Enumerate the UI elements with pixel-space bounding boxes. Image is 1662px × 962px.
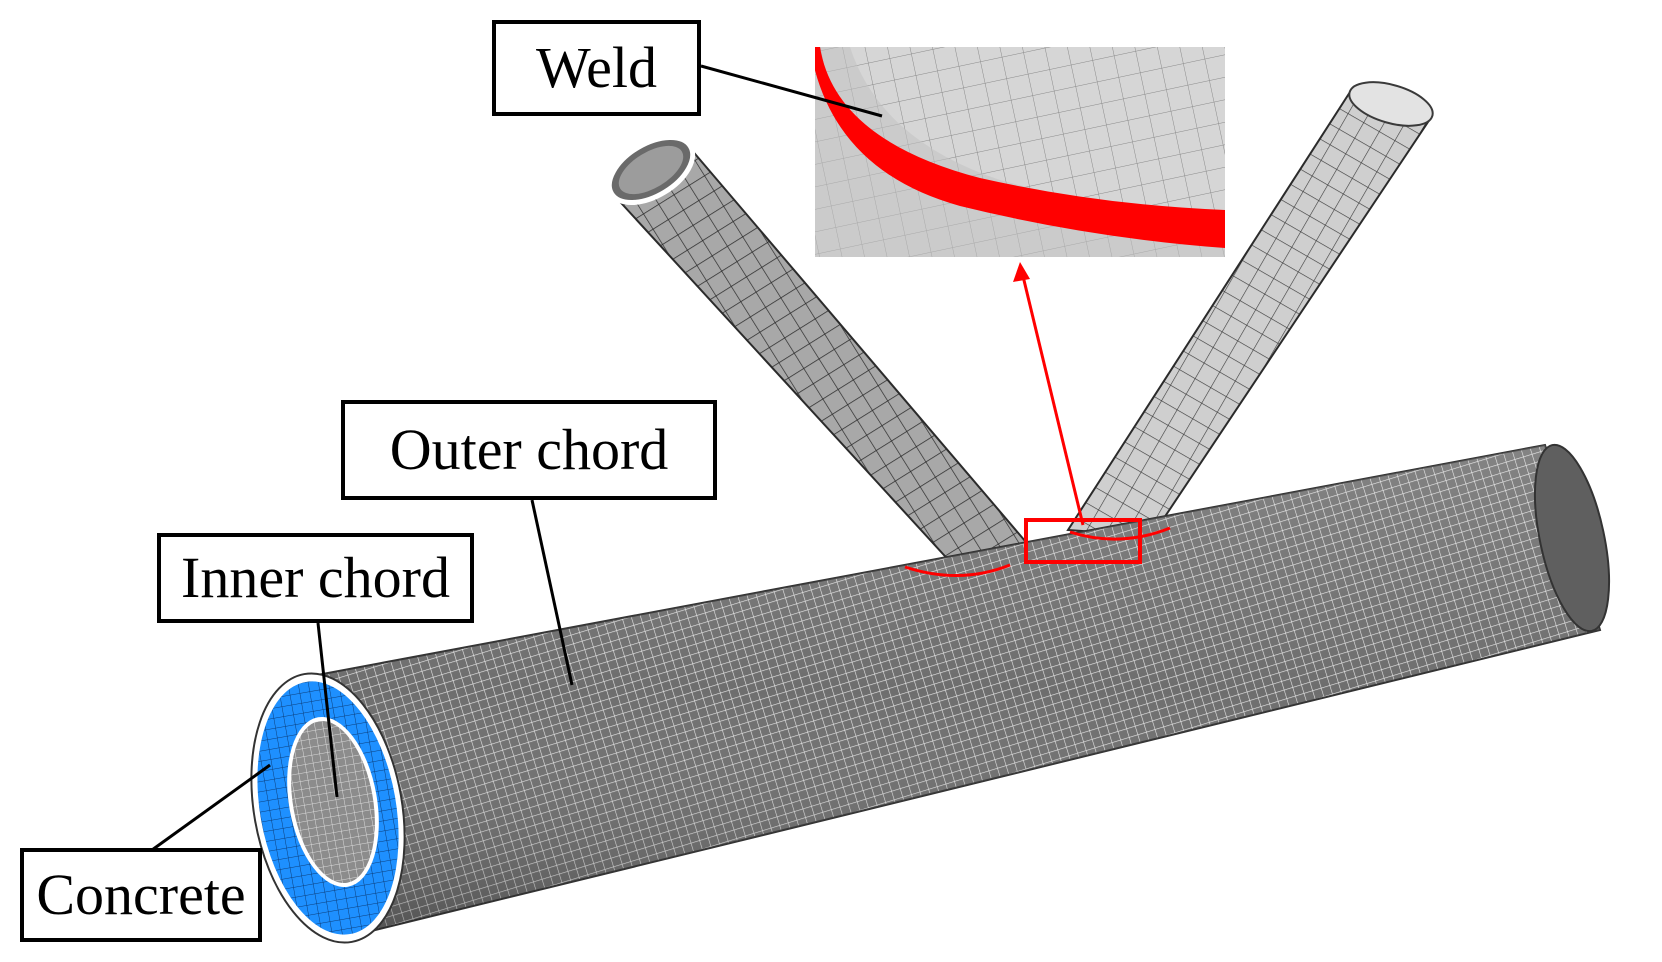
right-brace [1066,81,1434,538]
inner-chord-label: Inner chord [157,533,474,623]
weld-band [815,47,1225,248]
leader-outer-chord [530,499,574,686]
leader-weld [700,64,883,118]
chord-end-face [250,672,406,944]
weld-detail-inset [815,47,1225,257]
leader-inner-chord [316,622,339,798]
weld-lines [904,526,1171,578]
left-brace [606,134,1039,580]
detail-arrow [1013,262,1085,526]
outer-chord-label: Outer chord [341,400,717,500]
weld-label: Weld [492,20,701,116]
leader-concrete [144,763,271,857]
leader-lines [144,64,883,857]
inner-chord-face [291,720,375,884]
concrete-label: Concrete [20,848,262,942]
